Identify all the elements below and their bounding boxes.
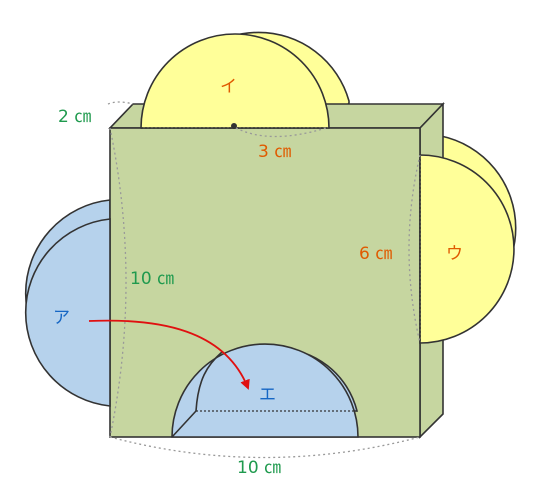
piece-label-e: エ bbox=[259, 385, 276, 405]
dim-guide-radius bbox=[235, 127, 327, 138]
piece-label-a: ア bbox=[53, 308, 70, 328]
dimension-guides bbox=[107, 101, 421, 459]
dim-label-side: 6 ㎝ bbox=[359, 244, 392, 264]
dim-label-height: 10 ㎝ bbox=[130, 269, 174, 289]
center-point bbox=[231, 123, 237, 129]
dim-guide-top bbox=[107, 101, 134, 105]
dim-guide-side bbox=[408, 154, 421, 344]
dim-guide-bottom bbox=[109, 436, 421, 459]
piece-label-i: イ bbox=[220, 77, 237, 97]
dim-guide-height bbox=[109, 127, 127, 438]
half-disk-e bbox=[171, 343, 359, 438]
half-disk-e-inner-edge bbox=[195, 351, 223, 412]
dim-label-bottom: 10 ㎝ bbox=[237, 458, 281, 478]
dim-label-radius: 3 ㎝ bbox=[258, 142, 291, 162]
transfer-arrow bbox=[88, 319, 250, 390]
half-disk-i bbox=[140, 33, 330, 129]
piece-label-u: ウ bbox=[446, 244, 463, 264]
half-disk-u bbox=[419, 154, 515, 344]
dim-label-top: 2 ㎝ bbox=[58, 107, 91, 127]
half-disk-e-depth-edge bbox=[171, 410, 197, 438]
half-disk-a bbox=[24, 218, 111, 407]
